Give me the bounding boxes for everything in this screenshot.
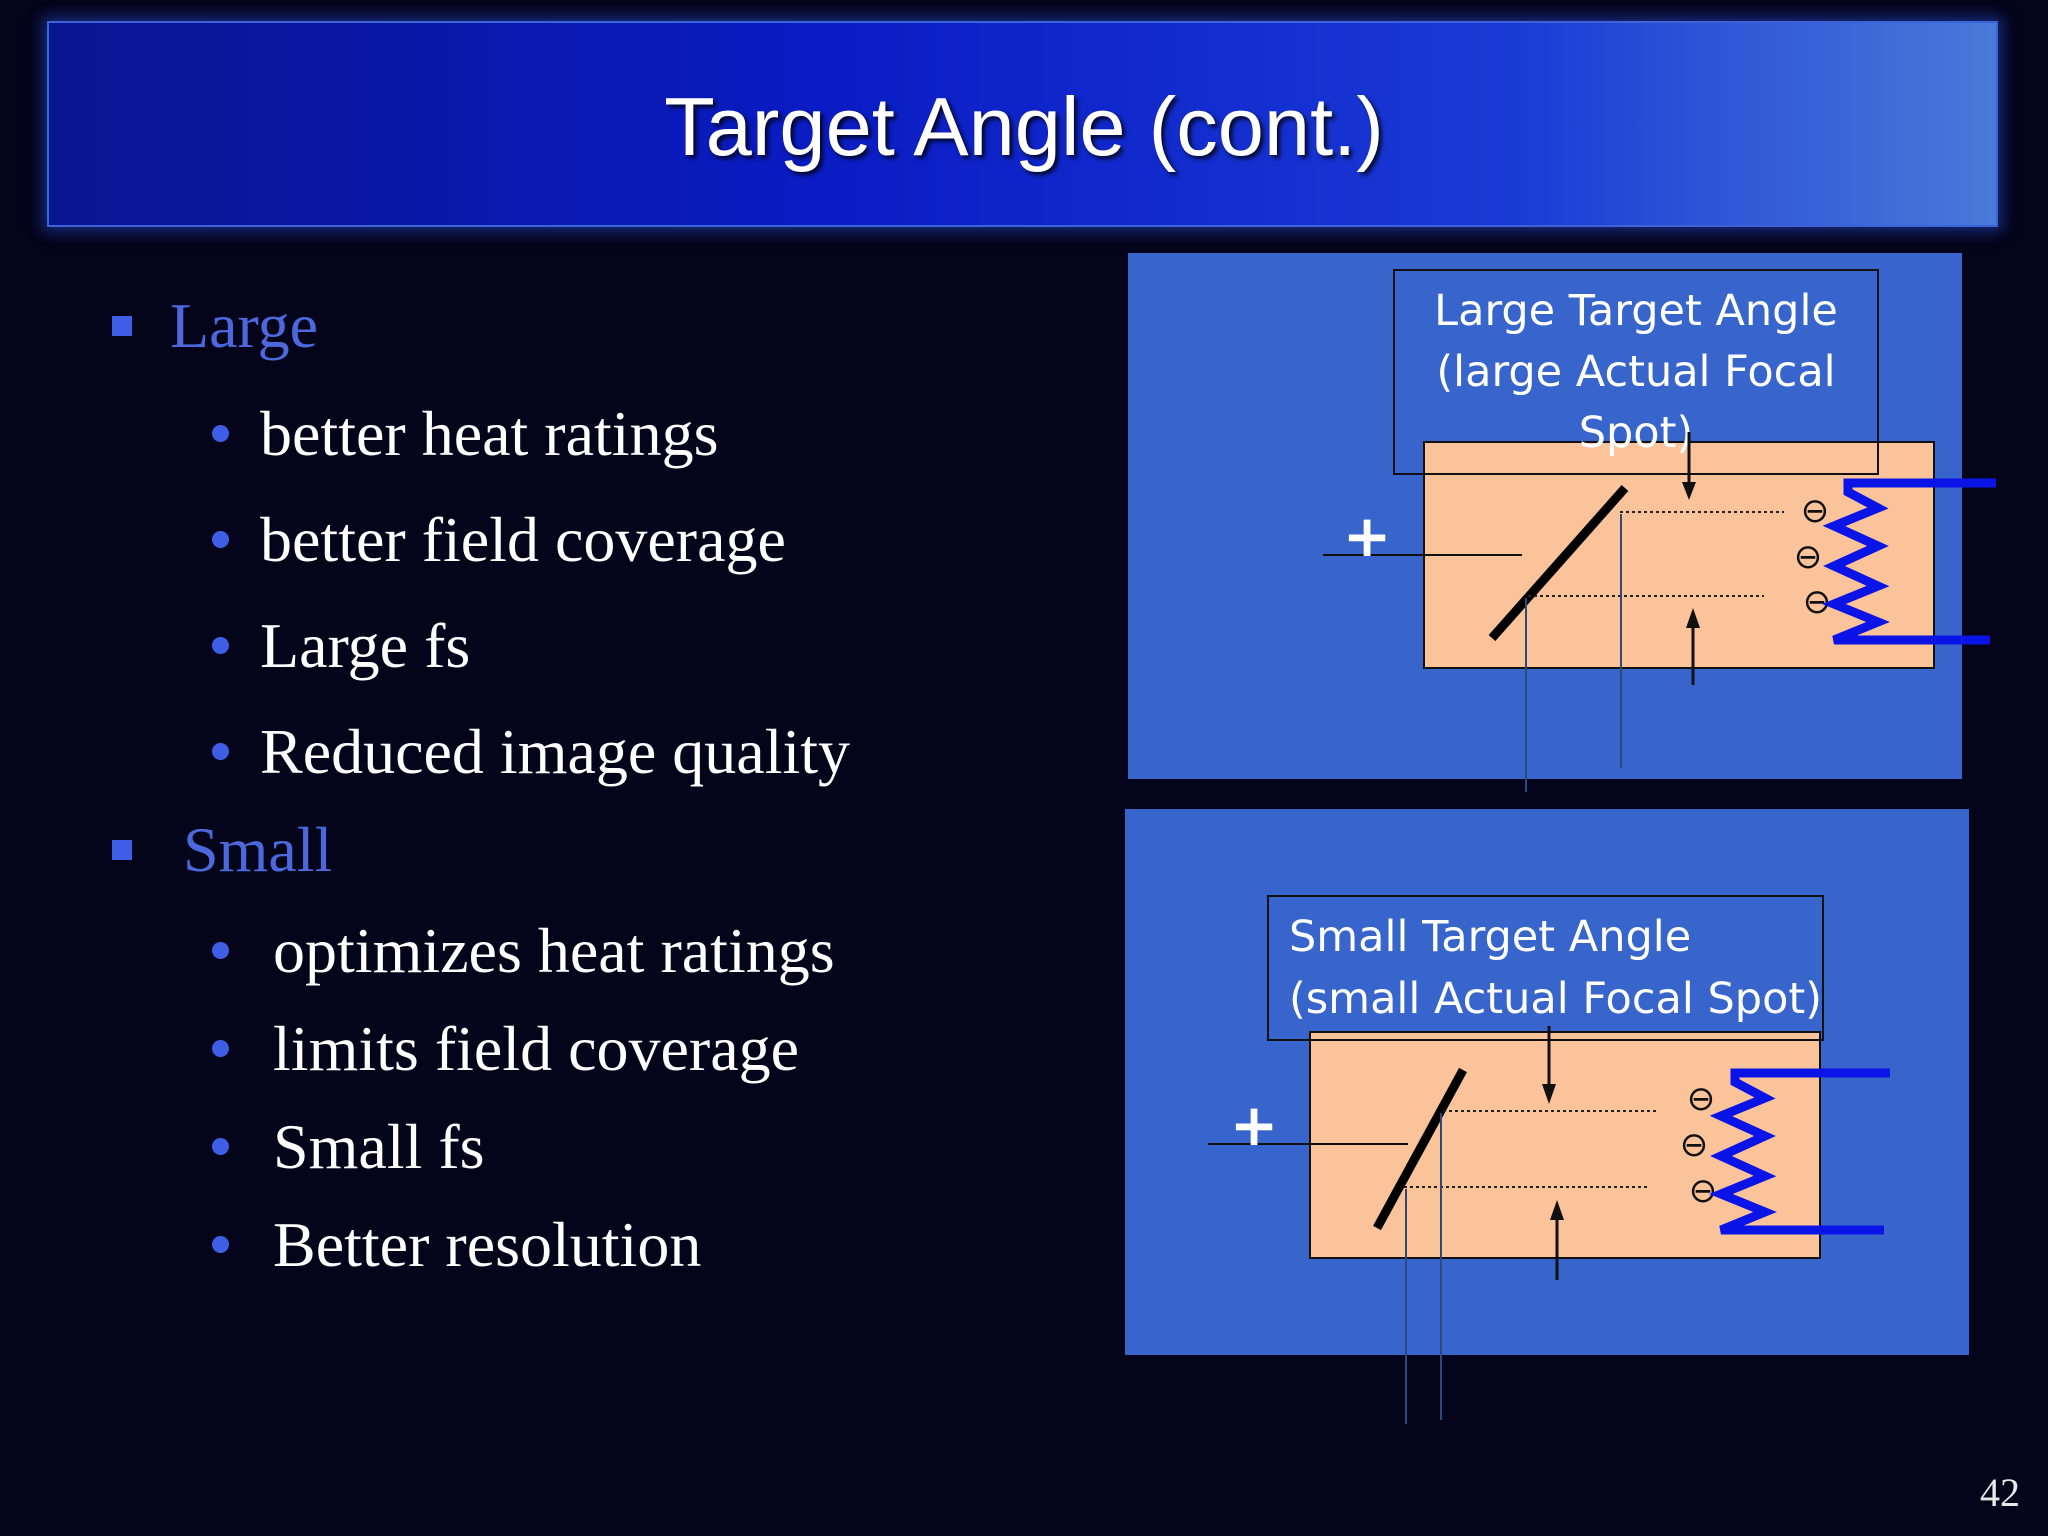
- electron-icon: ⊖: [1687, 1079, 1716, 1119]
- dot-bullet-icon: [212, 1138, 229, 1155]
- arrow-up-icon: [1686, 608, 1700, 628]
- anode-sign: +: [1343, 502, 1392, 570]
- electron-icon: ⊖: [1680, 1125, 1709, 1165]
- bullet-item: optimizes heat ratings: [273, 915, 835, 986]
- large-angle-diagram: Large Target Angle (large Actual Focal S…: [1323, 269, 1996, 792]
- bullet-large-heading: Large: [170, 290, 319, 361]
- arrow-down-icon: [1542, 1084, 1556, 1104]
- target-surface: [1488, 485, 1629, 641]
- cathode-filament: [1709, 1068, 1890, 1235]
- page-number: 42: [1980, 1470, 2020, 1515]
- cathode-filament: [1822, 478, 1996, 645]
- dot-bullet-icon: [212, 531, 229, 548]
- arrow-down-icon: [1682, 482, 1696, 500]
- bullet-item: Small fs: [273, 1111, 485, 1182]
- bullet-item: Large fs: [260, 610, 471, 681]
- caption-box: [1393, 269, 1879, 475]
- small-angle-diagram: Small Target Angle (small Actual Focal S…: [1208, 895, 1890, 1424]
- dot-bullet-icon: [212, 1040, 229, 1057]
- bullet-item: better field coverage: [260, 504, 786, 575]
- dot-bullet-icon: [212, 425, 229, 442]
- caption-line: Small Target Angle: [1289, 912, 1691, 962]
- caption-box: [1267, 895, 1824, 1041]
- bullet-small-heading: Small: [183, 814, 333, 885]
- caption-line: (small Actual Focal Spot): [1289, 974, 1822, 1024]
- target-surface: [1373, 1067, 1467, 1231]
- caption-line: Large Target Angle: [1434, 286, 1838, 336]
- arrow-up-icon: [1550, 1200, 1564, 1220]
- caption-line: Spot): [1579, 408, 1694, 458]
- bullet-item: Reduced image quality: [260, 716, 851, 787]
- square-bullet-icon: [112, 840, 132, 860]
- caption-line: (large Actual Focal: [1436, 347, 1835, 397]
- square-bullet-icon: [112, 316, 132, 336]
- electron-icon: ⊖: [1689, 1171, 1718, 1211]
- bullet-item: better heat ratings: [260, 398, 719, 469]
- electron-icon: ⊖: [1794, 537, 1823, 577]
- anode-sign: +: [1230, 1091, 1279, 1159]
- title-bar: [47, 21, 1998, 227]
- dot-bullet-icon: [212, 942, 229, 959]
- electron-icon: ⊖: [1801, 491, 1830, 531]
- dot-bullet-icon: [212, 1236, 229, 1253]
- bullet-item: limits field coverage: [273, 1013, 800, 1084]
- dot-bullet-icon: [212, 637, 229, 654]
- dot-bullet-icon: [212, 743, 229, 760]
- slide-title: Target Angle (cont.): [664, 80, 1384, 173]
- electron-icon: ⊖: [1803, 582, 1832, 622]
- bullet-item: Better resolution: [273, 1209, 702, 1280]
